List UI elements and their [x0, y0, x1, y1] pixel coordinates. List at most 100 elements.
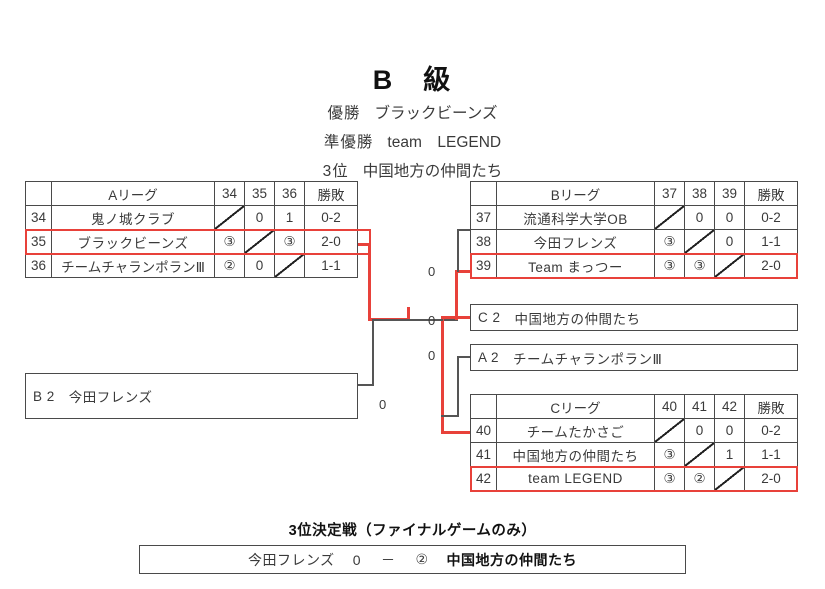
league-a-col-0: 34: [214, 181, 245, 206]
league-c-col-record: 勝敗: [744, 394, 798, 419]
league-c-row0-self: [654, 418, 685, 443]
bracket-line-bleague-v: [457, 230, 459, 272]
league-a-row2-self: [274, 253, 305, 278]
third-place-score-right: ②: [415, 551, 429, 567]
league-a-row2-s0: ②: [214, 253, 245, 278]
league-a-row2-team: チームチャランポランⅢ: [51, 253, 215, 278]
league-b-row1-record: 1-1: [744, 229, 798, 254]
league-c-title: Cリーグ: [496, 394, 655, 419]
bracket-line-a-winner-v: [368, 243, 371, 321]
highlight-league-b-winner: [470, 253, 798, 279]
seed-box-a2-team: チームチャランポランⅢ: [513, 351, 663, 367]
league-b-row0-record: 0-2: [744, 205, 798, 230]
league-c-row2-record: 2-0: [744, 466, 798, 491]
bracket-line-a2-h: [457, 356, 473, 358]
league-c-col-0: 40: [654, 394, 685, 419]
league-b-row0-s2: 0: [714, 205, 745, 230]
league-a-row0-s1: 0: [244, 205, 275, 230]
page-title: B 級: [372, 65, 453, 95]
league-c-col-1: 41: [684, 394, 715, 419]
table-row: 36 チームチャランポランⅢ ② 0 1-1: [25, 253, 358, 278]
league-a-row0-s2: 1: [274, 205, 305, 230]
bracket-line-a-winner-h: [358, 243, 371, 246]
third-place-score-left: 0: [352, 551, 361, 568]
league-b-row0-team: 流通科学大学OB: [496, 205, 655, 230]
bracket-line-c2-h: [441, 316, 473, 319]
league-c-row0-no: 40: [470, 418, 497, 443]
league-b-col-1: 38: [684, 181, 715, 206]
bracket-line-final-h: [409, 319, 443, 321]
league-a-col-1: 35: [244, 181, 275, 206]
seed-box-c2-code: C 2: [478, 310, 501, 325]
score-right-lower: 0: [428, 348, 436, 363]
seed-box-b2-code: B 2: [33, 388, 55, 404]
header-row-champion: 優勝ブラックビーンズ: [0, 101, 825, 123]
bracket-line-b2-h: [358, 384, 374, 386]
table-row: 41 中国地方の仲間たち ③ 1 1-1: [470, 442, 798, 467]
bracket-line-c-winner-h: [441, 431, 473, 434]
league-a-header-row: Aリーグ 34 35 36 勝敗: [25, 181, 358, 206]
league-b-title: Bリーグ: [496, 181, 655, 206]
seed-box-a2-code: A 2: [478, 350, 500, 365]
league-b-col-0: 37: [654, 181, 685, 206]
bracket-line-b2-v: [372, 320, 374, 385]
league-a-col-2: 36: [274, 181, 305, 206]
seed-box-c2: C 2 中国地方の仲間たち: [470, 304, 798, 331]
league-c-row2-s1: ②: [684, 466, 715, 491]
league-b-row0-no: 37: [470, 205, 497, 230]
league-c-row1-team: 中国地方の仲間たち: [496, 442, 655, 467]
league-c-row1-s0: ③: [654, 442, 685, 467]
league-b-row1-s2: 0: [714, 229, 745, 254]
league-b-row0-s1: 0: [684, 205, 715, 230]
league-b-corner: [470, 181, 497, 206]
table-row: 40 チームたかさご 0 0 0-2: [470, 418, 798, 443]
league-a-row1-no: 35: [25, 229, 52, 254]
highlight-league-a-winner: [25, 229, 371, 255]
table-row: 38 今田フレンズ ③ 0 1-1: [470, 229, 798, 254]
league-c-col-2: 42: [714, 394, 745, 419]
bracket-line-a2-branch-h: [441, 415, 459, 417]
league-a-row2-no: 36: [25, 253, 52, 278]
seed-box-b2: B 2 今田フレンズ: [25, 373, 358, 419]
league-b-row1-no: 38: [470, 229, 497, 254]
bracket-line-b-winner-v: [455, 270, 458, 320]
league-c-row0-s1: 0: [684, 418, 715, 443]
league-b-row2-self: [714, 253, 745, 278]
runnerup-label: 準優勝: [323, 134, 374, 151]
league-table-b: Bリーグ 37 38 39 勝敗 37 流通科学大学OB 0 0 0-2 38 …: [470, 181, 798, 278]
league-a-row0-self: [214, 205, 245, 230]
table-row: 34 鬼ノ城クラブ 0 1 0-2: [25, 205, 358, 230]
third-place-team-left: 今田フレンズ: [247, 551, 335, 568]
header-row-third: 3位中国地方の仲間たち: [0, 159, 825, 181]
bracket-line-left-semi-stub: [407, 307, 410, 321]
table-row: 37 流通科学大学OB 0 0 0-2: [470, 205, 798, 230]
third-label: 3位: [322, 163, 349, 180]
score-left-semi: 0: [379, 397, 387, 412]
league-a-row0-record: 0-2: [304, 205, 358, 230]
league-b-row1-self: [684, 229, 715, 254]
bracket-line-final-v: [441, 316, 444, 434]
league-c-corner: [470, 394, 497, 419]
league-a-row0-team: 鬼ノ城クラブ: [51, 205, 215, 230]
league-a-row2-record: 1-1: [304, 253, 358, 278]
league-c-row1-no: 41: [470, 442, 497, 467]
third-value: 中国地方の仲間たち: [362, 163, 503, 180]
league-b-row1-s0: ③: [654, 229, 685, 254]
league-a-row0-no: 34: [25, 205, 52, 230]
bracket-line-b-winner-h: [455, 270, 473, 273]
league-b-row2-no: 39: [470, 253, 497, 278]
league-a-row1-record: 2-0: [304, 229, 358, 254]
bracket-line-a2-v: [457, 356, 459, 416]
league-b-header-row: Bリーグ 37 38 39 勝敗: [470, 181, 798, 206]
seed-box-b2-team: 今田フレンズ: [68, 390, 153, 405]
league-b-row0-self: [654, 205, 685, 230]
third-place-dash: －: [380, 551, 396, 568]
league-b-row1-team: 今田フレンズ: [496, 229, 655, 254]
third-place-team-right: 中国地方の仲間たち: [446, 551, 578, 568]
score-right-upper: 0: [428, 264, 436, 279]
seed-box-c2-team: 中国地方の仲間たち: [514, 311, 641, 327]
league-a-row2-s1: 0: [244, 253, 275, 278]
third-place-match: 今田フレンズ 0 － ② 中国地方の仲間たち: [139, 545, 686, 574]
league-a-title: Aリーグ: [51, 181, 215, 206]
